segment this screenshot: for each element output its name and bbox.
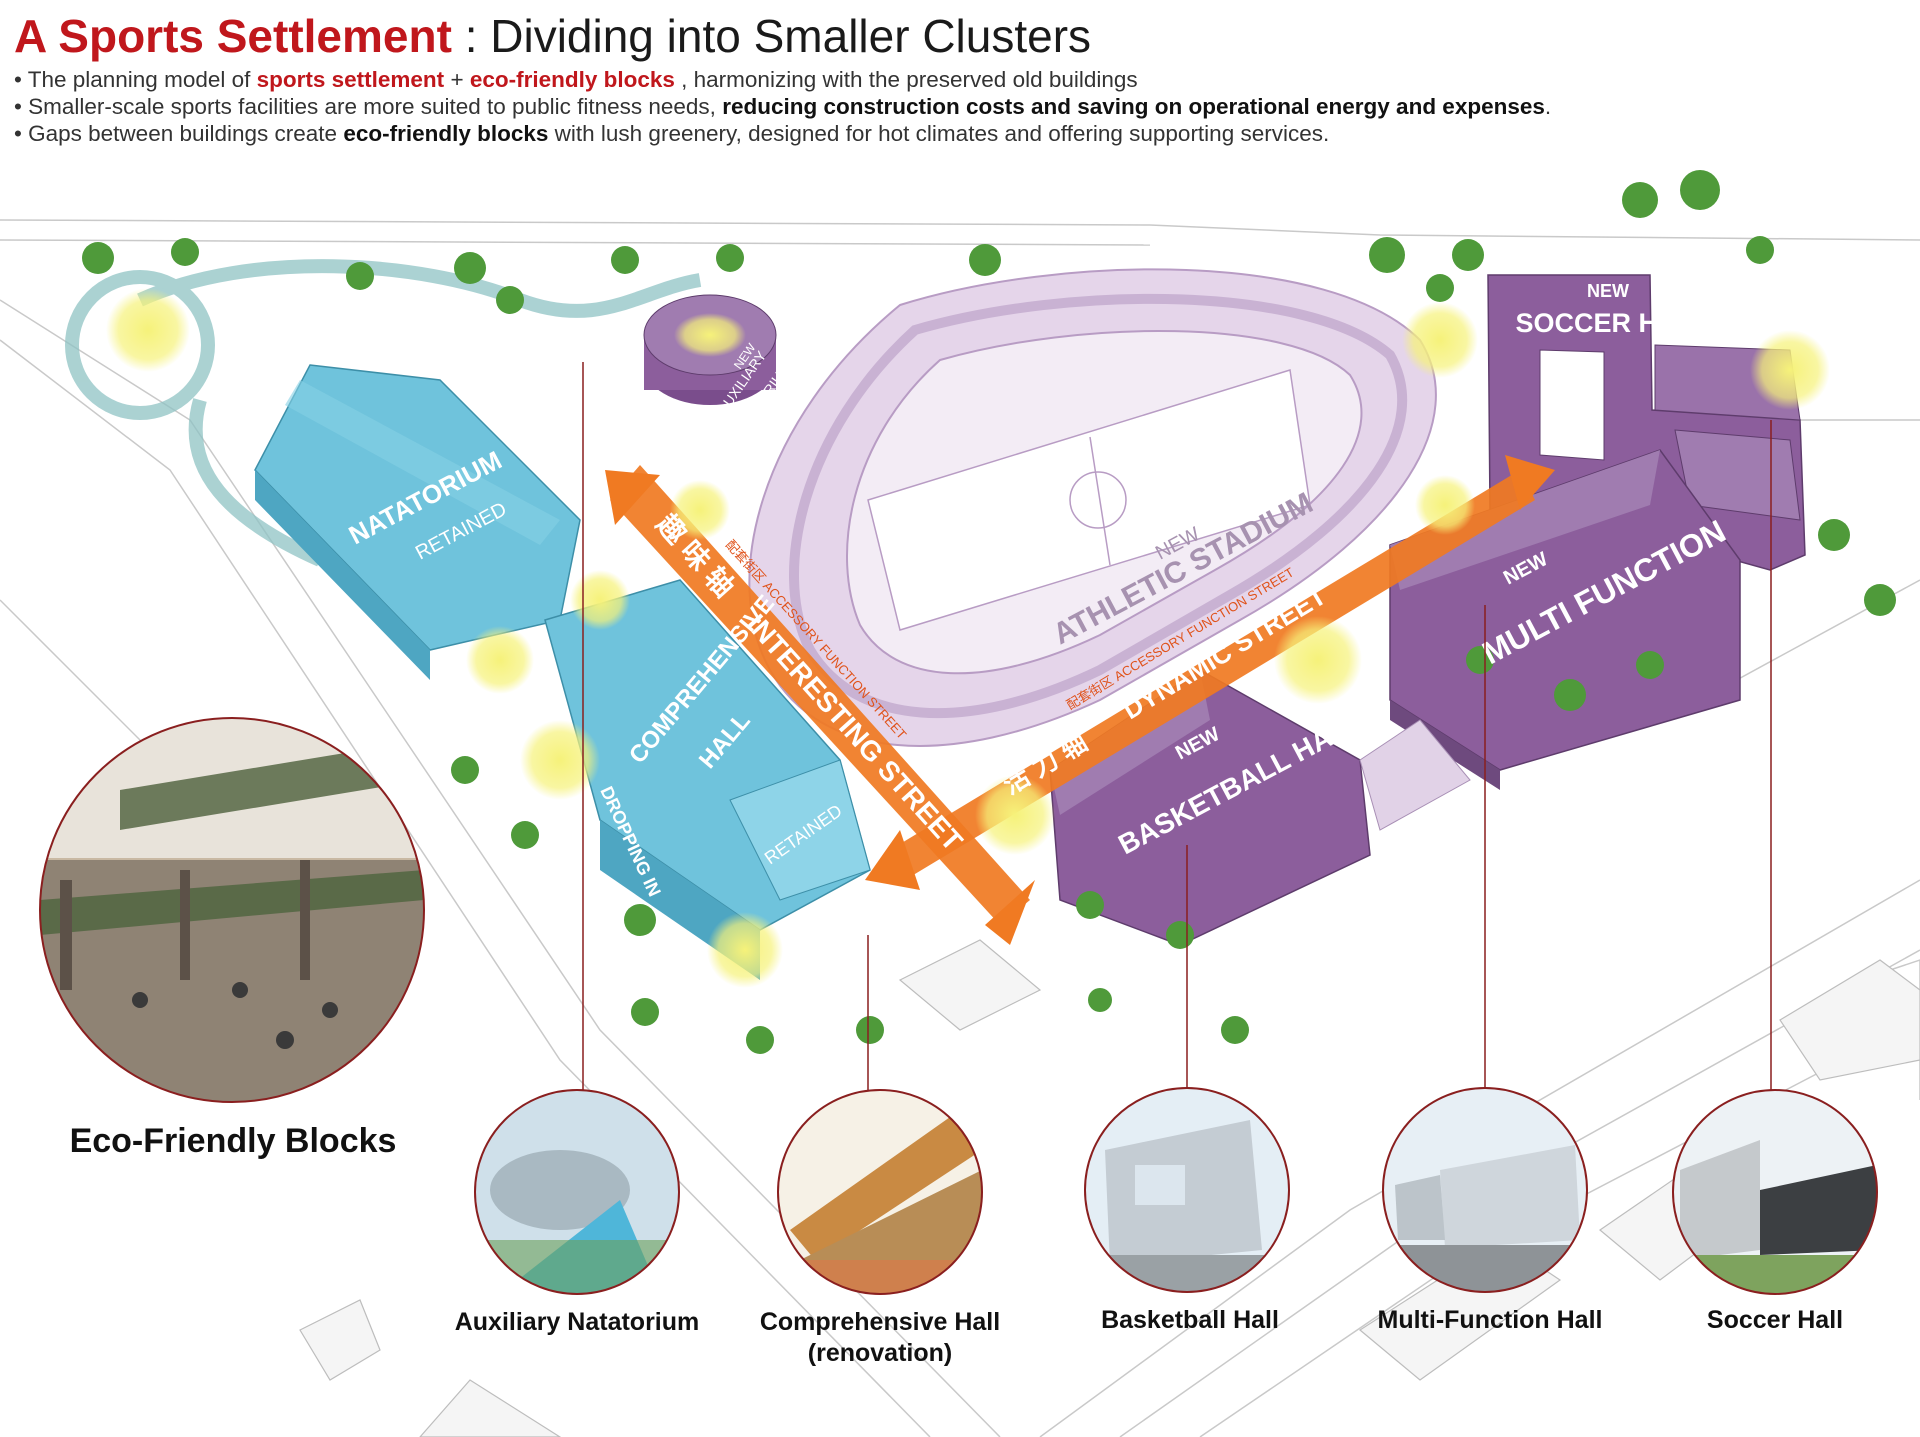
- render-soccer-hall: [1672, 1089, 1878, 1295]
- bullet-1-post: , harmonizing with the preserved old bui…: [674, 67, 1138, 92]
- label-soccer-new: NEW: [1587, 281, 1629, 301]
- dynamic-street-axis: [865, 455, 1555, 890]
- bullet-1-mid: +: [444, 67, 470, 92]
- bullet-1-em2: eco-friendly blocks: [469, 67, 675, 92]
- auxiliary-natatorium: [643, 294, 777, 405]
- caption-multi-function-hall: Multi-Function Hall: [1377, 1306, 1603, 1334]
- landscape-paths: [65, 259, 702, 567]
- green-pockets: [106, 288, 1830, 988]
- render-comprehensive-hall: [777, 1089, 983, 1295]
- bullet-1-pre: • The planning model of: [14, 67, 257, 92]
- bullet-3: • Gaps between buildings create eco-frie…: [14, 120, 1551, 147]
- render-multi-function-hall: [1382, 1087, 1588, 1293]
- caption-comprehensive-hall-renovation: (renovation): [807, 1339, 953, 1367]
- eco-blocks-caption: Eco-Friendly Blocks: [69, 1122, 397, 1160]
- bullet-2-pre: • Smaller-scale sports facilities are mo…: [14, 94, 723, 119]
- athletic-stadium: [748, 268, 1437, 747]
- bullet-3-bold: eco-friendly blocks: [343, 121, 549, 146]
- caption-basketball-hall: Basketball Hall: [1101, 1306, 1279, 1334]
- bullet-1-em1: sports settlement: [256, 67, 445, 92]
- bullet-2-bold: reducing construction costs and saving o…: [722, 94, 1545, 119]
- render-auxiliary-natatorium: [474, 1089, 680, 1295]
- bullet-2: • Smaller-scale sports facilities are mo…: [14, 93, 1551, 120]
- bullet-3-post: with lush greenery, designed for hot cli…: [548, 121, 1330, 146]
- label-soccer: SOCCER HALL: [1516, 308, 1711, 338]
- eco-blocks-image: [39, 717, 425, 1103]
- intro-bullets: • The planning model of sports settlemen…: [14, 66, 1551, 147]
- caption-comprehensive-hall: Comprehensive Hall: [759, 1308, 1001, 1336]
- caption-soccer-hall: Soccer Hall: [1706, 1306, 1844, 1334]
- interesting-street-axis: [605, 465, 1035, 945]
- title-highlight: A Sports Settlement: [14, 10, 452, 62]
- bullet-3-pre: • Gaps between buildings create: [14, 121, 344, 146]
- natatorium-block: [254, 364, 581, 680]
- render-basketball-hall: [1084, 1087, 1290, 1293]
- bullet-2-post: .: [1544, 94, 1552, 119]
- page-title: A Sports Settlement : Dividing into Smal…: [14, 8, 1091, 64]
- title-rest: : Dividing into Smaller Clusters: [451, 10, 1092, 62]
- caption-auxiliary-natatorium: Auxiliary Natatorium: [454, 1308, 700, 1336]
- bullet-1: • The planning model of sports settlemen…: [14, 66, 1551, 93]
- trees: [82, 170, 1896, 1054]
- callout-lines: [582, 362, 1772, 1090]
